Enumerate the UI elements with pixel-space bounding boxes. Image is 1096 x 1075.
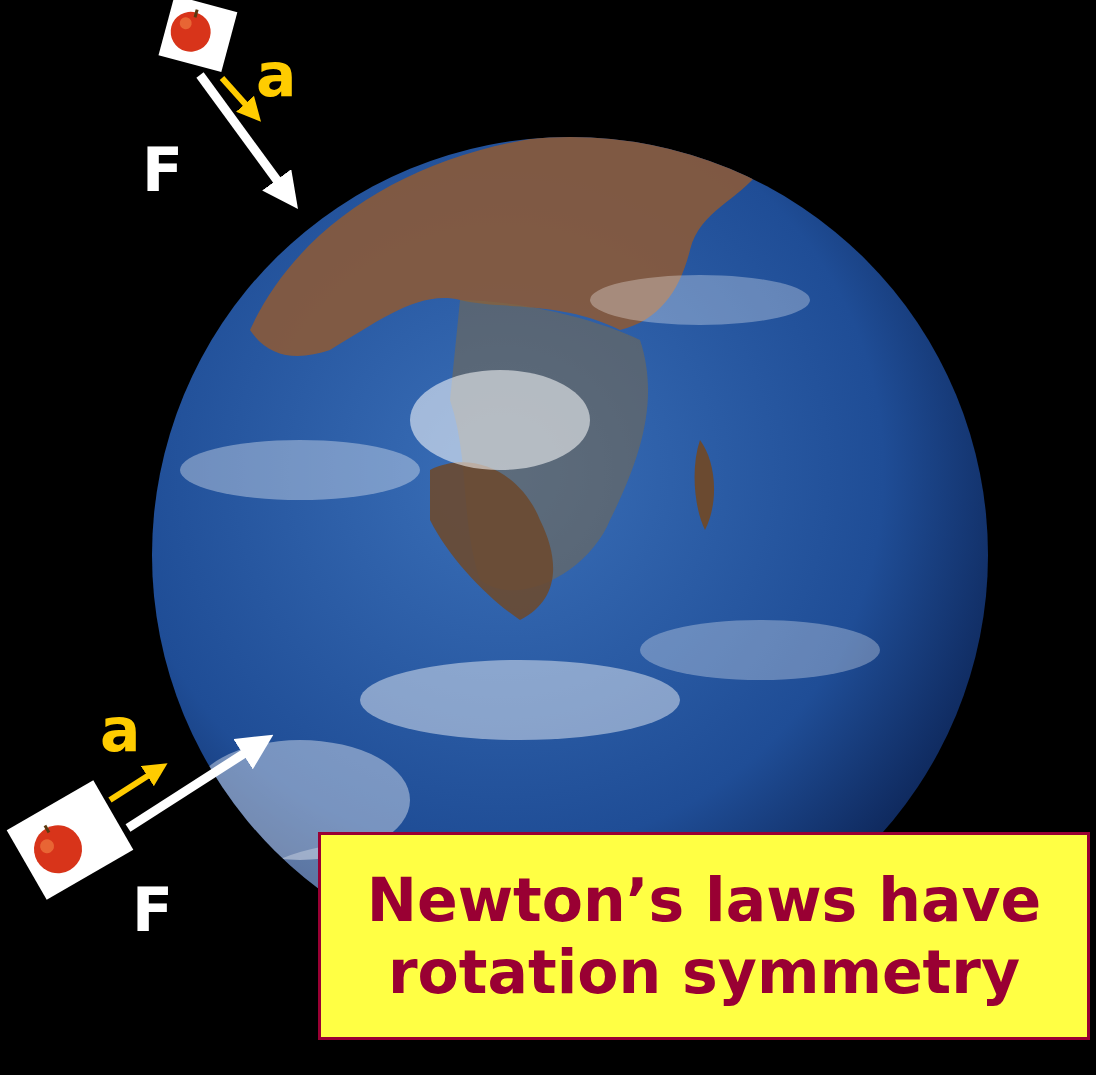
apple-card xyxy=(159,0,238,72)
force-label: F xyxy=(142,140,183,200)
caption-text: Newton’s laws have rotation symmetry xyxy=(333,864,1075,1008)
acceleration-label: a xyxy=(100,700,141,760)
acceleration-arrow xyxy=(222,78,255,115)
earth-surface xyxy=(180,132,880,920)
caption-box: Newton’s laws have rotation symmetry xyxy=(318,832,1090,1040)
acceleration-arrow xyxy=(110,768,160,800)
force-arrow xyxy=(128,742,262,828)
acceleration-label: a xyxy=(256,45,297,105)
force-label: F xyxy=(132,880,173,940)
